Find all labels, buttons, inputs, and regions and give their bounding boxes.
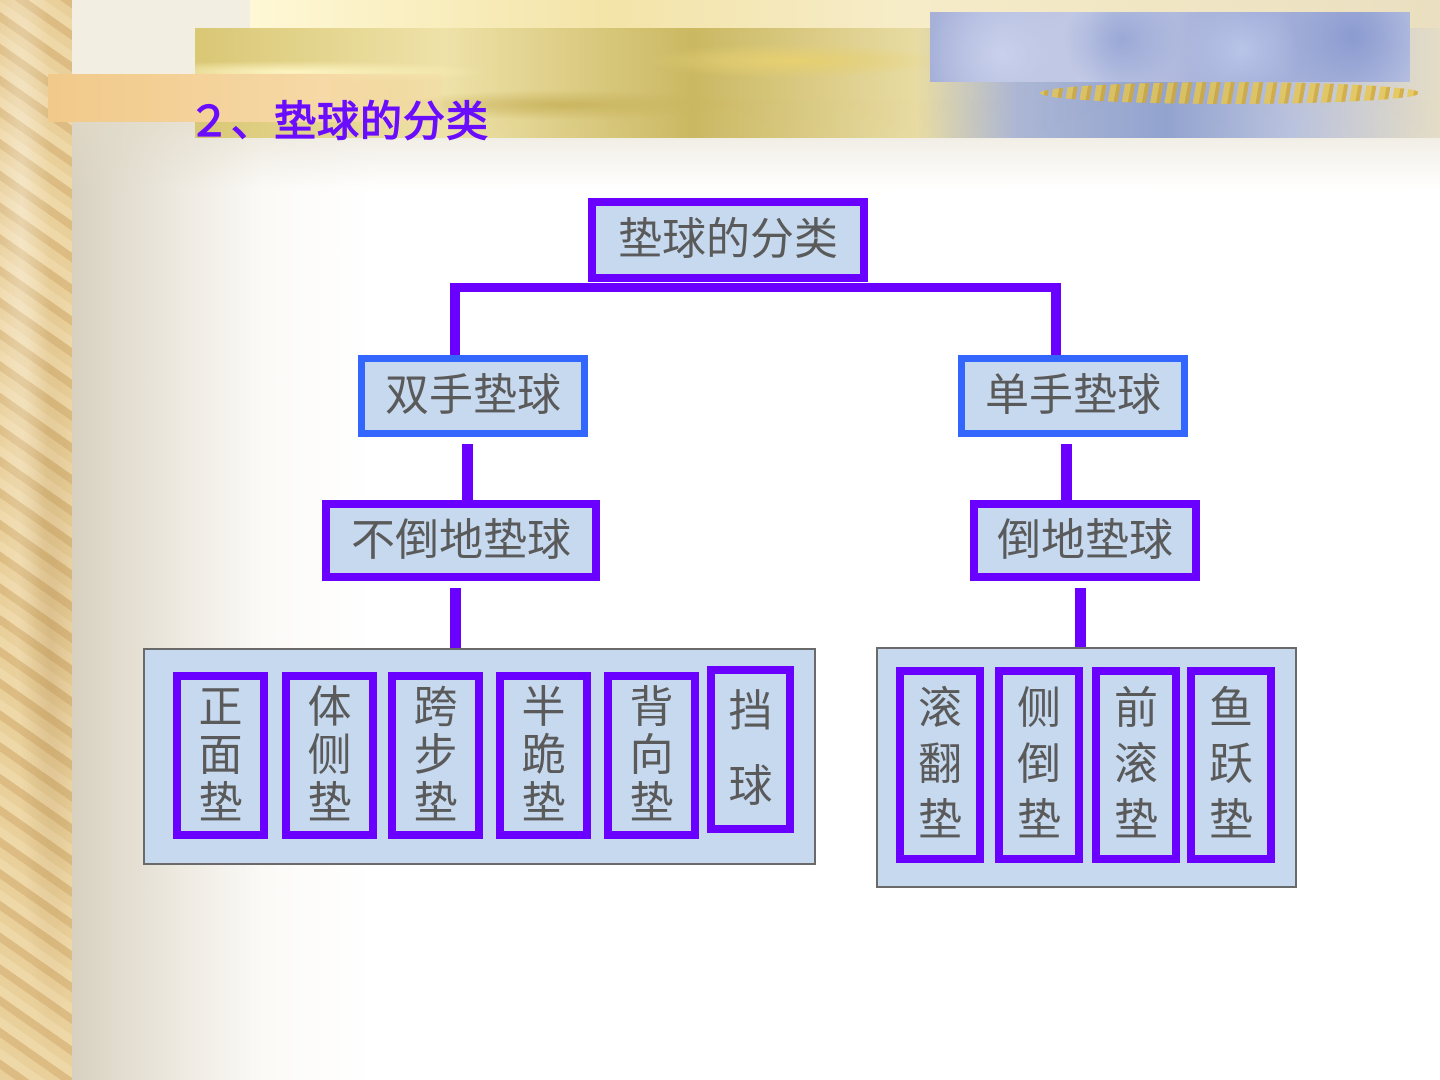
leaf-char: 滚 xyxy=(918,683,962,734)
leaf-char: 正 xyxy=(198,681,243,733)
leaf-char: 跨 xyxy=(413,681,458,733)
node-non-diving: 不倒地垫球 xyxy=(322,500,600,581)
leaf-char: 跪 xyxy=(521,729,566,781)
leaf-char: 面 xyxy=(198,729,243,781)
connector-right-low xyxy=(1075,588,1086,648)
leaf-side-pass: 体 侧 垫 xyxy=(282,672,377,839)
leaf-char: 前 xyxy=(1114,683,1158,734)
node-root: 垫球的分类 xyxy=(588,198,868,282)
leaf-half-kneel-pass: 半 跪 垫 xyxy=(496,672,591,839)
connector-left-mid xyxy=(462,444,473,502)
title-band xyxy=(48,74,443,122)
leaf-char: 垫 xyxy=(918,795,962,846)
leaf-char: 垫 xyxy=(307,777,352,829)
connector-left-drop xyxy=(450,283,460,359)
connector-right-mid xyxy=(1061,444,1072,502)
leaf-back-pass: 背 向 垫 xyxy=(604,672,699,839)
parchment-strip xyxy=(0,0,72,1080)
leaf-char: 倒 xyxy=(1017,739,1061,790)
leaf-block-ball: 挡 球 xyxy=(707,666,794,833)
leaf-dive-pass: 鱼 跃 垫 xyxy=(1187,667,1275,863)
leaf-stride-pass: 跨 步 垫 xyxy=(388,672,483,839)
leaf-char: 垫 xyxy=(1114,795,1158,846)
leaf-char: 鱼 xyxy=(1209,683,1253,734)
leaf-char: 球 xyxy=(728,761,773,813)
leaf-char: 垫 xyxy=(521,777,566,829)
node-one-hand: 单手垫球 xyxy=(958,355,1188,437)
leaf-char: 侧 xyxy=(1017,683,1061,734)
leaf-char: 垫 xyxy=(1209,795,1253,846)
node-two-hand: 双手垫球 xyxy=(358,355,588,437)
node-diving: 倒地垫球 xyxy=(970,500,1200,581)
leaf-char: 跃 xyxy=(1209,739,1253,790)
connector-root-horizontal xyxy=(454,283,1060,292)
leaf-roll-pass: 滚 翻 垫 xyxy=(896,667,984,863)
leaf-char: 背 xyxy=(629,681,674,733)
leaf-front-pass: 正 面 垫 xyxy=(173,672,268,839)
wheat-decoration xyxy=(1040,82,1420,104)
leaf-forward-roll-pass: 前 滚 垫 xyxy=(1092,667,1180,863)
leaf-char: 步 xyxy=(413,729,458,781)
leaf-side-fall-pass: 侧 倒 垫 xyxy=(995,667,1083,863)
slide-title: ２、垫球的分类 xyxy=(188,97,490,146)
leaf-char: 侧 xyxy=(307,729,352,781)
leaf-char: 半 xyxy=(521,681,566,733)
leaf-char: 垫 xyxy=(629,777,674,829)
leaf-char: 翻 xyxy=(918,739,962,790)
leaf-char: 滚 xyxy=(1114,739,1158,790)
connector-right-drop xyxy=(1051,283,1061,359)
leaf-char: 垫 xyxy=(413,777,458,829)
connector-left-low xyxy=(450,588,461,648)
leaf-char: 垫 xyxy=(1017,795,1061,846)
blue-flowers-decoration xyxy=(930,12,1410,82)
leaf-char: 垫 xyxy=(198,777,243,829)
leaf-char: 体 xyxy=(307,681,352,733)
leaf-char: 挡 xyxy=(728,685,773,737)
leaf-char: 向 xyxy=(629,729,674,781)
